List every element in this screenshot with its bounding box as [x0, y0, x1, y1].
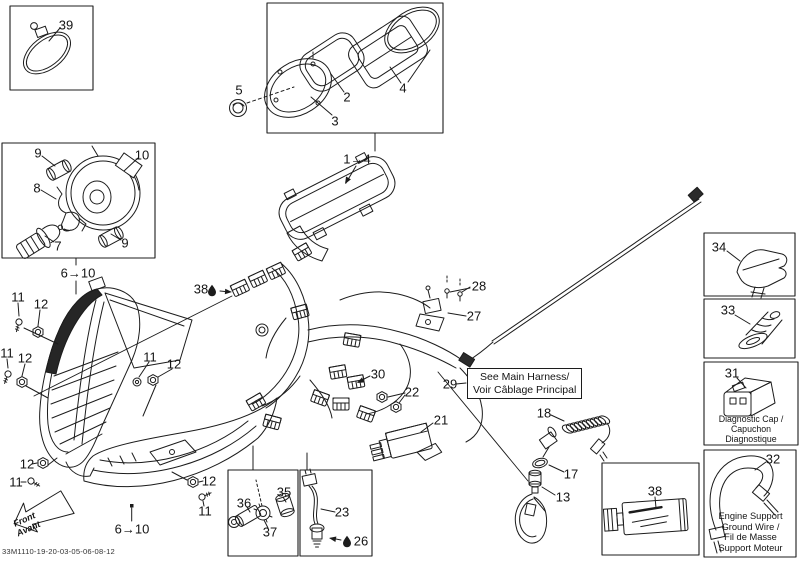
callout-12b: 12 — [17, 350, 33, 366]
callout-11e: 11 — [198, 503, 212, 519]
callout-22: 22 — [404, 384, 420, 400]
callout-9a: 9 — [34, 145, 42, 161]
socket-cap-9b — [98, 226, 124, 248]
switch-27 — [415, 285, 467, 332]
gauge-face-2 — [299, 32, 365, 92]
gauge-assembled — [278, 152, 396, 262]
bulb-socket-inset-35-36-37 — [227, 469, 299, 557]
trim-cap-5 — [229, 99, 247, 117]
callout-27: 27 — [466, 308, 482, 324]
callout-30: 30 — [370, 366, 386, 382]
housing-fasteners — [1, 302, 213, 507]
callout-38-grease: 38 — [193, 281, 209, 297]
tether-cord-assembly — [514, 414, 611, 544]
diagnostic-cap-line3: Diagnostique — [725, 434, 777, 444]
ground-wire-32-inset — [703, 449, 797, 558]
headlight-housing-10 — [65, 145, 143, 231]
callout-29: 29 — [442, 376, 458, 392]
main-harness-note-line2: Voir Câblage Principal — [473, 383, 577, 396]
callout-33: 33 — [720, 302, 736, 318]
ground-wire-caption: Engine Support Ground Wire / Fil de Mass… — [707, 511, 794, 553]
callout-28: 28 — [471, 278, 487, 294]
callout-17: 17 — [563, 466, 579, 482]
nuts-22 — [376, 391, 406, 413]
callout-12d: 12 — [19, 456, 35, 472]
callout-7: 7 — [54, 238, 62, 254]
figure-part-code: 33M1110-19-20-03-05-06-08-12 — [2, 547, 115, 556]
rivet-33-inset — [703, 298, 796, 359]
callout-6-to-10-top: 6→10 — [60, 265, 96, 281]
antenna-cable — [458, 186, 704, 368]
relay-module-21 — [369, 422, 443, 462]
ground-wire-line4: Support Moteur — [718, 542, 783, 553]
headlight-housing-assembly — [39, 276, 197, 477]
callout-6-to-10-bottom: 6→10 — [114, 521, 150, 537]
diagnostic-cap-31-inset — [703, 361, 799, 446]
callout-5: 5 — [235, 82, 243, 98]
callout-31: 31 — [724, 365, 740, 381]
ground-wire-line3: Fil de Masse — [724, 532, 777, 543]
sensor-cable-inset-23-26 — [299, 468, 373, 557]
gauge-cluster-inset — [229, 2, 444, 134]
halogen-bulb-7 — [16, 224, 64, 259]
callout-2: 2 — [343, 89, 351, 105]
callout-34: 34 — [711, 239, 727, 255]
ground-wire-line2: Ground Wire / — [721, 521, 780, 532]
clamp-39-inset — [9, 5, 94, 91]
callout-4: 4 — [399, 80, 407, 96]
callout-21: 21 — [433, 412, 449, 428]
callout-38-tube: 38 — [647, 483, 663, 499]
callout-12c: 12 — [166, 356, 182, 372]
main-harness-note-line1: See Main Harness/ — [480, 371, 570, 383]
callout-12a: 12 — [33, 296, 49, 312]
callout-35: 35 — [276, 484, 292, 500]
callout-37: 37 — [262, 524, 278, 540]
screws-28 — [444, 275, 471, 302]
front-direction-arrow — [13, 490, 75, 533]
callout-18: 18 — [536, 405, 552, 421]
bulb-retainer-clip-8 — [56, 186, 87, 232]
diagnostic-cap-line1: Diagnostic Cap / — [718, 414, 784, 424]
callout-1-to-4: 1→4 — [343, 151, 371, 167]
callout-11c: 11 — [143, 349, 157, 365]
callout-8: 8 — [33, 180, 41, 196]
callout-13: 13 — [555, 489, 571, 505]
grease-tube-38-inset — [601, 462, 700, 556]
callout-3: 3 — [331, 113, 339, 129]
callout-23: 23 — [334, 504, 350, 520]
diagnostic-cap-caption: Diagnostic Cap / Capuchon Diagnostique — [706, 414, 796, 444]
callout-11b: 11 — [0, 345, 14, 361]
ground-wire-line1: Engine Support — [718, 511, 783, 521]
gauge-bezel-3 — [264, 58, 332, 118]
clip-34-inset — [703, 232, 796, 299]
gauge-housing-4 — [348, 15, 428, 89]
headlight-bulb-inset — [1, 142, 156, 259]
main-harness-note: See Main Harness/ Voir Câblage Principal — [467, 368, 583, 399]
callout-11d: 11 — [9, 474, 23, 490]
headlight-lens — [83, 397, 278, 488]
diagnostic-cap-line2: Capuchon — [730, 424, 772, 434]
callout-10: 10 — [134, 147, 150, 163]
callout-9b: 9 — [121, 235, 129, 251]
callout-39: 39 — [58, 17, 74, 33]
callout-32: 32 — [765, 451, 781, 467]
callout-11a: 11 — [11, 289, 25, 305]
gauge-gasket — [384, 6, 440, 54]
callout-12e: 12 — [201, 473, 217, 489]
callout-36: 36 — [236, 495, 252, 511]
socket-cap-9a — [46, 159, 72, 181]
callout-26: 26 — [353, 533, 369, 549]
